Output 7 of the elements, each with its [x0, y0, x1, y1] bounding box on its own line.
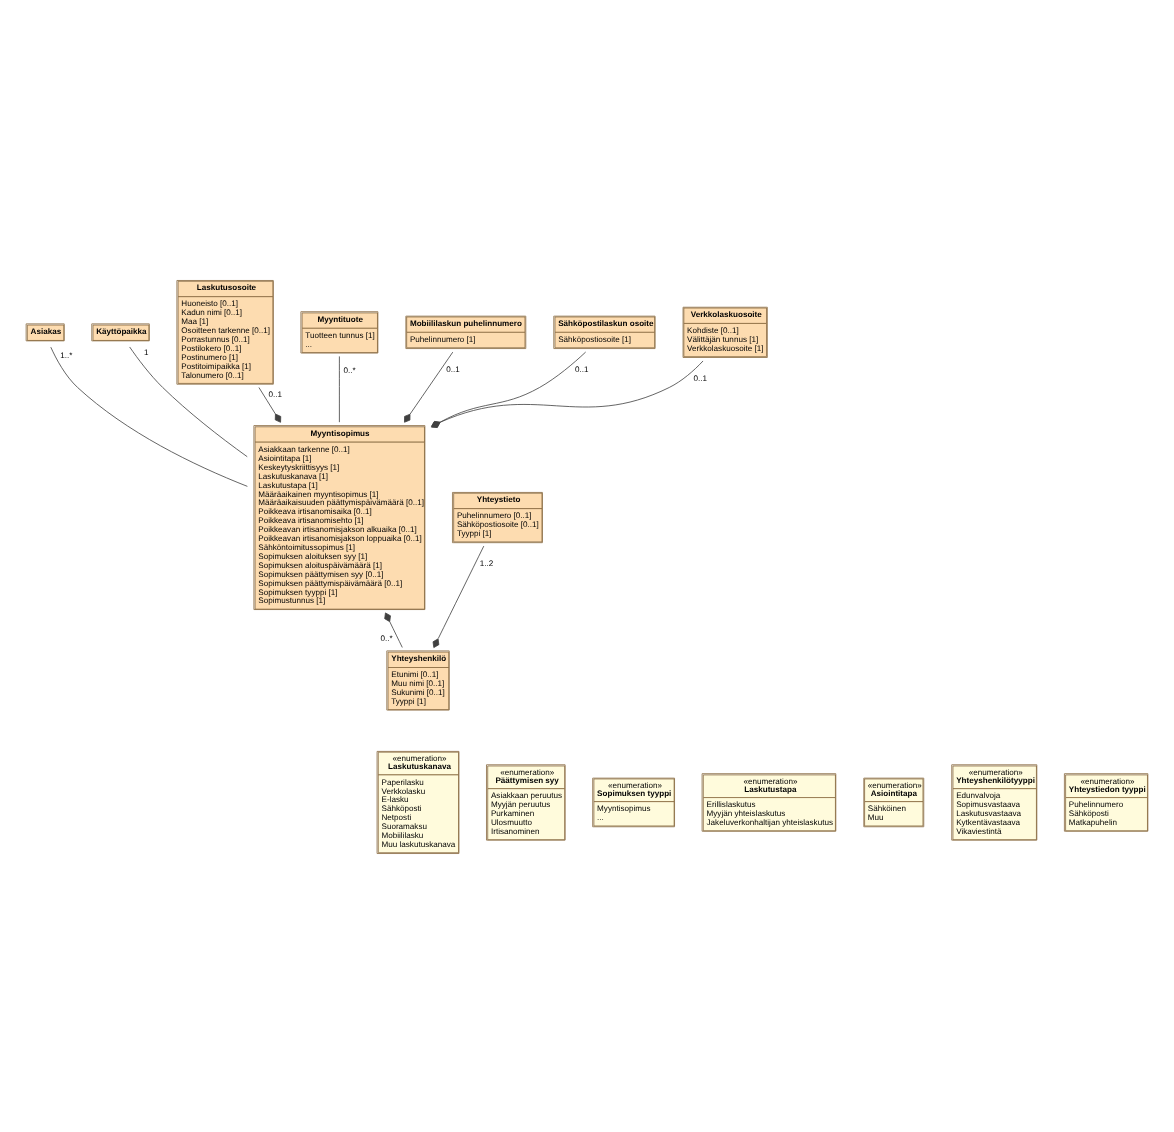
connector: [129, 345, 248, 457]
connector: [50, 345, 248, 486]
connector: [339, 355, 340, 422]
connector: [384, 611, 403, 647]
connector: [432, 544, 485, 647]
connector: [404, 350, 454, 422]
connector: [258, 386, 282, 422]
